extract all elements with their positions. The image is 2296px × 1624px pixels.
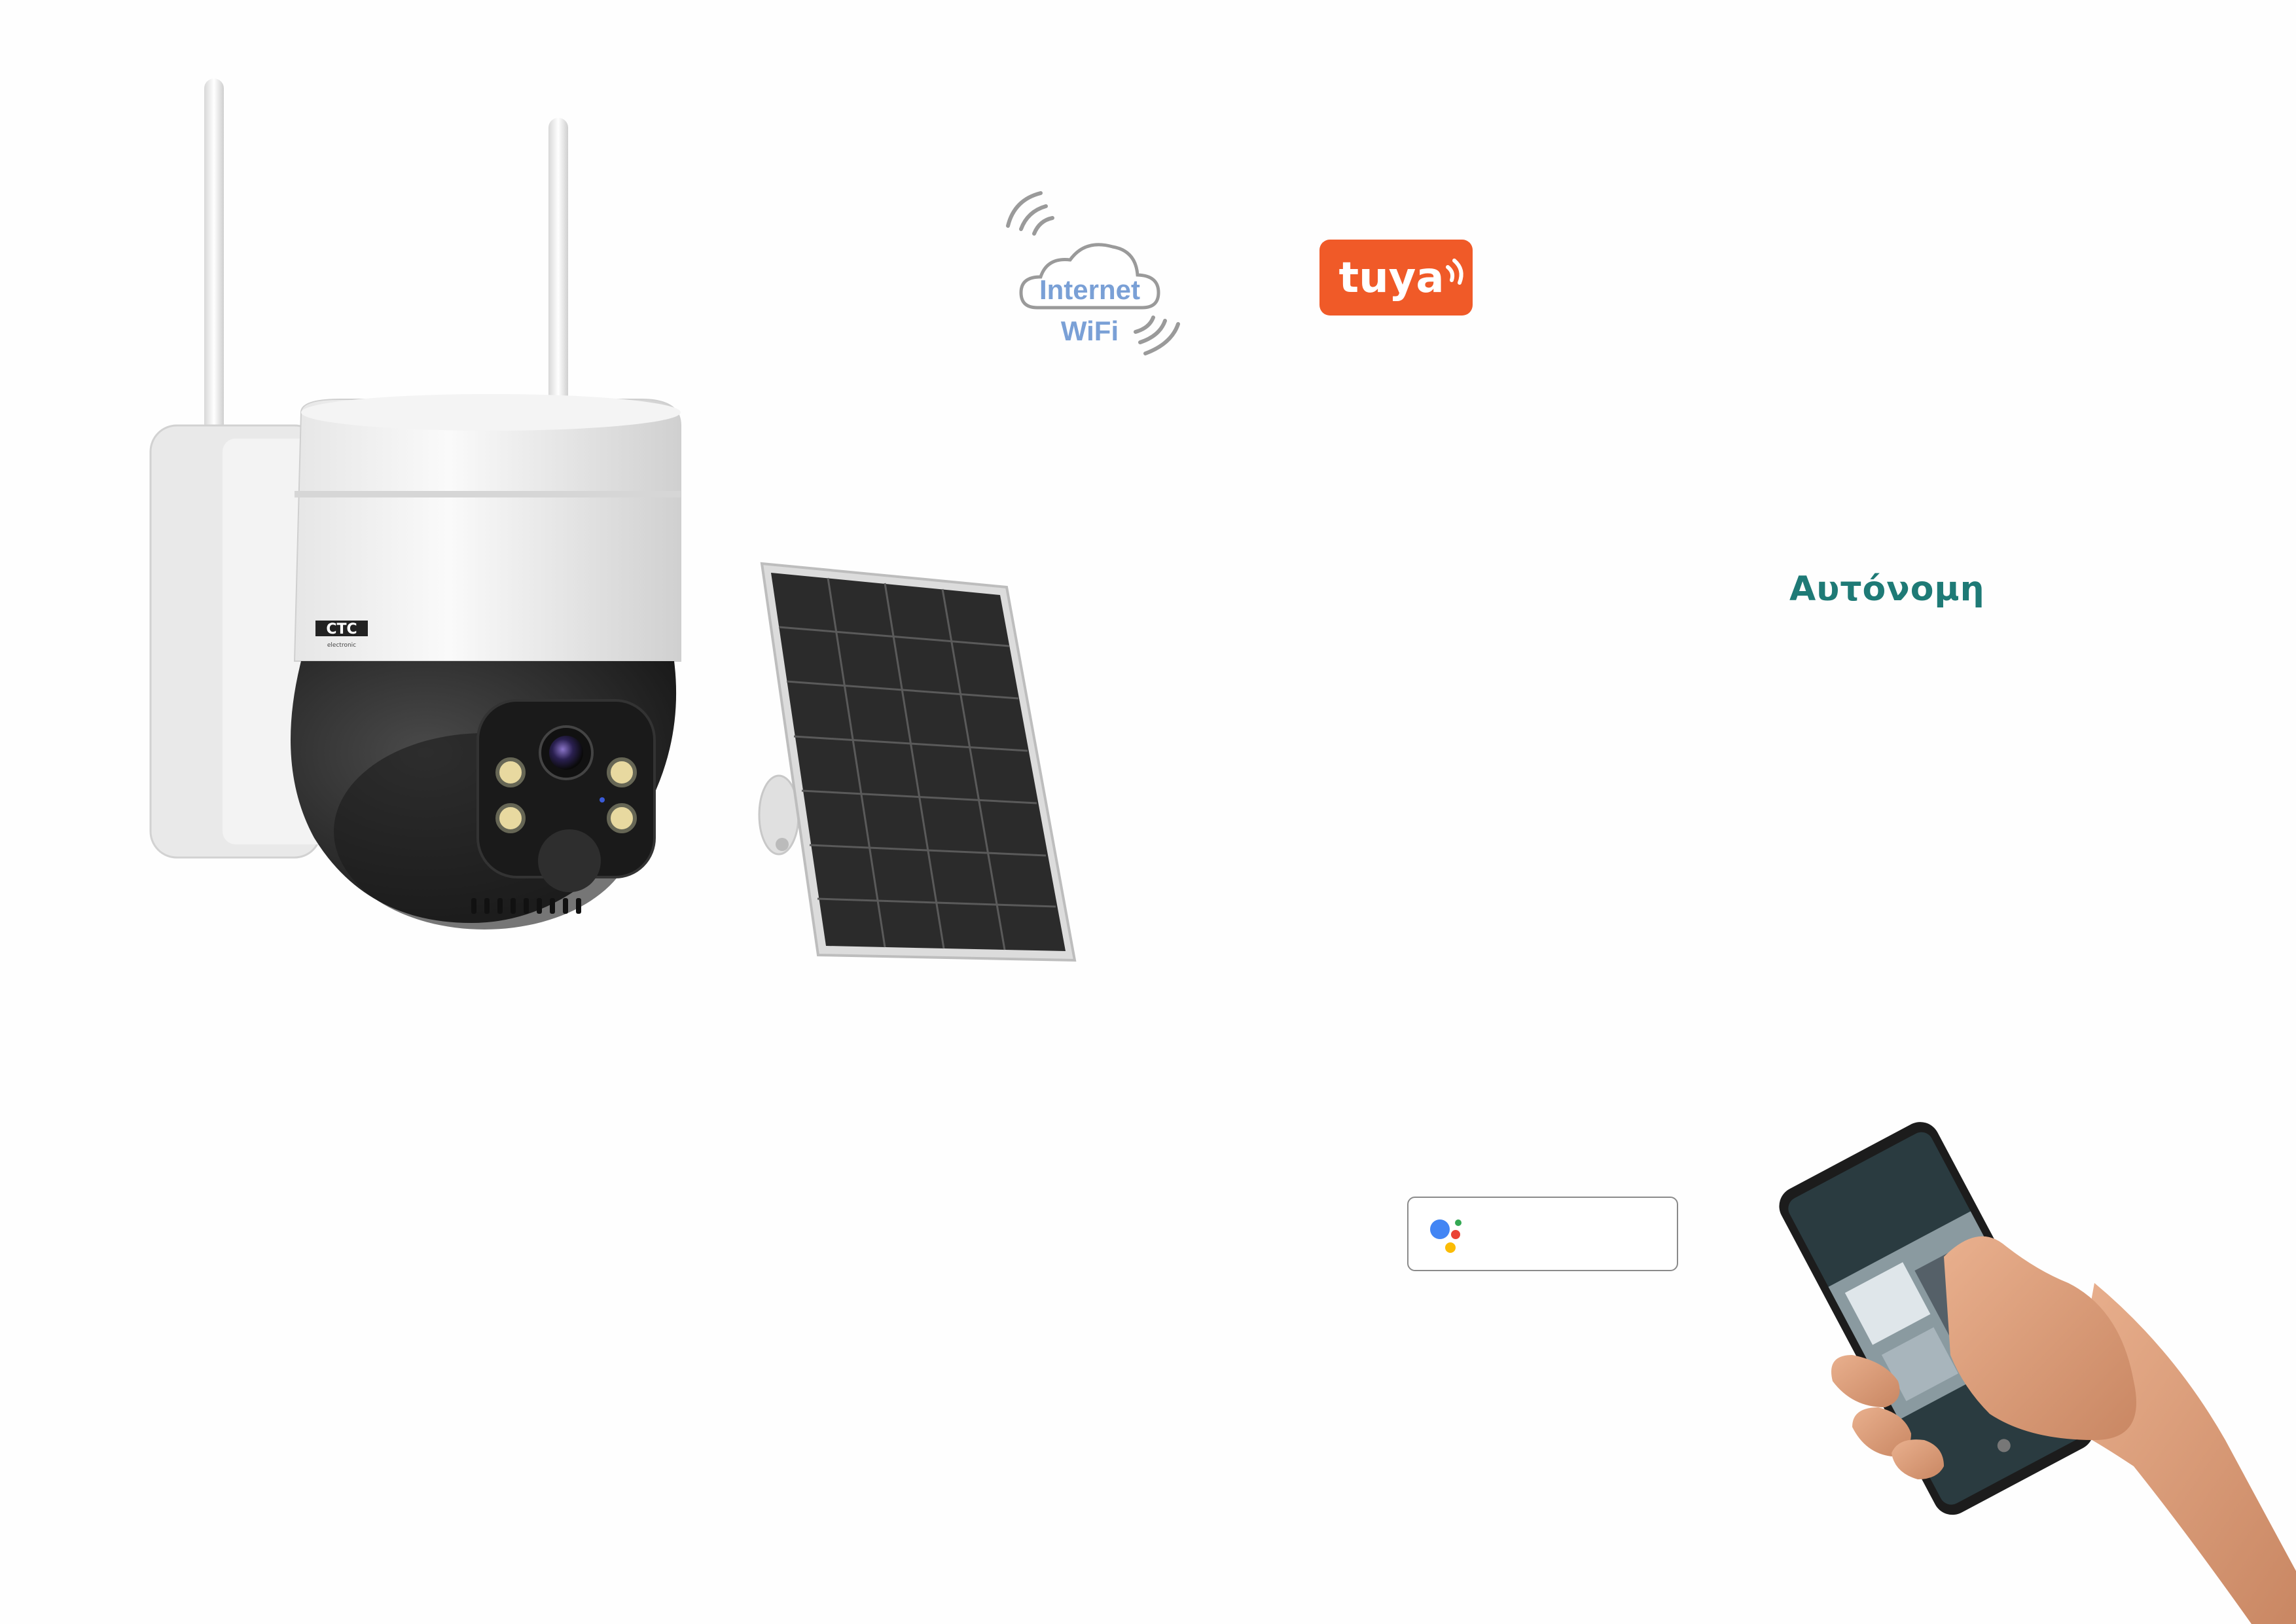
google-assistant-badge (1407, 1197, 1678, 1271)
tuya-logo: tuya (1319, 240, 1473, 316)
wifi-label: WiFi (1061, 316, 1119, 346)
internet-label: Internet (1039, 274, 1140, 305)
google-assistant-icon (1429, 1216, 1469, 1255)
phone-in-hand-image (1728, 1074, 2296, 1624)
ctc-logo: CTC (326, 621, 357, 638)
heading-autonomous: Αυτόνομη (1789, 569, 1985, 609)
ctc-logo-sub: electronic (327, 642, 356, 649)
internet-wifi-graphic: Internet WiFi (956, 173, 1230, 370)
tuya-wordmark: tuya (1338, 254, 1444, 302)
solar-panel-image (753, 553, 1080, 965)
ptz-camera-image: CTC electronic (144, 72, 700, 1008)
